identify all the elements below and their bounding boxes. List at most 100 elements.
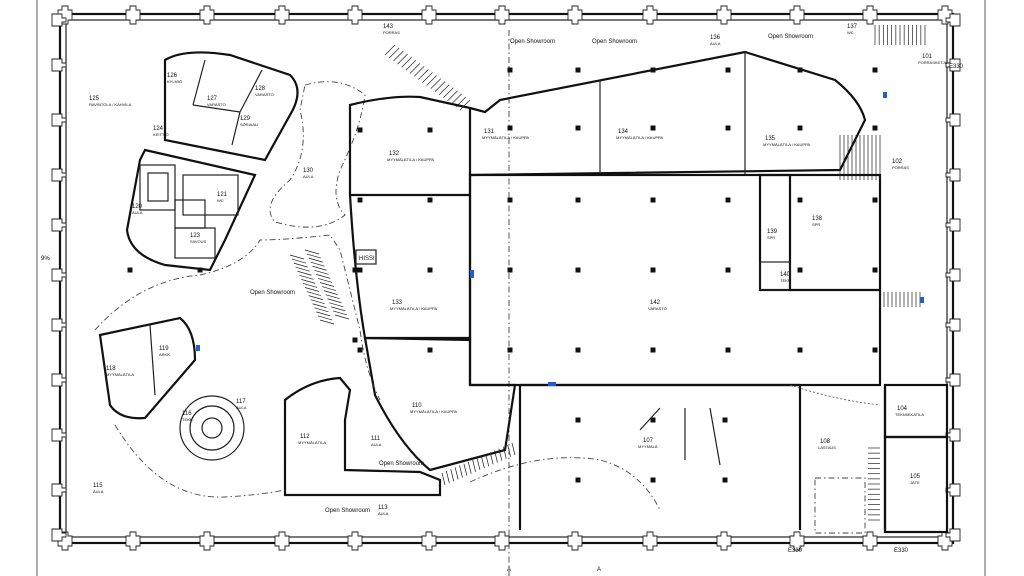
structural-column bbox=[575, 67, 581, 73]
shop-118-wall bbox=[98, 316, 197, 420]
room-number: 128 bbox=[255, 86, 266, 92]
room-name: PORRASKETJU bbox=[918, 60, 948, 65]
room-number: 134 bbox=[618, 129, 629, 135]
room-name: KYLMIÖ bbox=[167, 79, 182, 84]
dotted-line bbox=[789, 384, 881, 406]
stair-step bbox=[293, 262, 308, 268]
stair-step bbox=[489, 452, 494, 465]
stair-step bbox=[393, 50, 404, 62]
stair-step bbox=[472, 459, 476, 472]
pier bbox=[51, 428, 67, 442]
room-name: KEITTIÖ bbox=[153, 132, 169, 137]
structural-column bbox=[872, 197, 878, 203]
stair-step bbox=[494, 450, 498, 463]
room-number: 101 bbox=[922, 54, 933, 60]
pier bbox=[945, 428, 961, 442]
stair-step bbox=[289, 254, 305, 260]
pier bbox=[51, 318, 67, 332]
pier bbox=[642, 531, 658, 551]
elevator-box bbox=[355, 249, 377, 265]
structural-column bbox=[357, 197, 363, 203]
zone-130-outline bbox=[269, 81, 366, 228]
stair-step bbox=[312, 265, 327, 271]
blue-marker bbox=[196, 345, 200, 351]
room-number: 140 bbox=[780, 272, 791, 278]
room-name: VARASTO bbox=[648, 306, 667, 311]
structural-column bbox=[507, 347, 513, 353]
room-name: SPR bbox=[767, 235, 775, 240]
structural-column bbox=[797, 347, 803, 353]
structural-column bbox=[872, 125, 878, 131]
pier bbox=[51, 168, 67, 182]
pier bbox=[51, 483, 67, 497]
showroom-boundary bbox=[469, 457, 661, 511]
area-label: Open Showroom bbox=[325, 508, 370, 514]
outer-wall-inner bbox=[65, 19, 948, 538]
structural-column bbox=[352, 337, 358, 343]
hall-142-wall bbox=[468, 173, 882, 387]
stair-step bbox=[321, 286, 336, 291]
room-number: 127 bbox=[207, 96, 218, 102]
structural-column bbox=[872, 267, 878, 273]
structural-column bbox=[427, 127, 433, 133]
stair-step bbox=[312, 303, 327, 309]
shop-110-wall bbox=[363, 336, 517, 472]
stair-step bbox=[454, 467, 459, 480]
room-140-wall bbox=[759, 261, 791, 291]
pier bbox=[716, 531, 732, 551]
structural-column bbox=[507, 267, 513, 273]
room-name: SIIVOUS bbox=[190, 239, 207, 244]
structural-column bbox=[650, 347, 656, 353]
structural-column bbox=[725, 67, 731, 73]
structural-column bbox=[575, 417, 581, 423]
room-fixture bbox=[147, 172, 169, 202]
room-104-wall bbox=[883, 383, 949, 439]
structural-column bbox=[797, 267, 803, 273]
room-number: 105 bbox=[910, 474, 921, 480]
structural-column bbox=[650, 67, 656, 73]
stair-step bbox=[422, 72, 433, 83]
room-name: WC bbox=[847, 30, 854, 35]
stair-step bbox=[314, 307, 329, 313]
pier bbox=[199, 5, 215, 25]
pier bbox=[125, 5, 141, 25]
pier bbox=[789, 531, 805, 551]
structural-column bbox=[575, 347, 581, 353]
stair-step bbox=[388, 47, 400, 59]
stair-step bbox=[323, 290, 338, 295]
pier bbox=[347, 5, 363, 25]
room-number: 121 bbox=[217, 192, 228, 198]
structural-column bbox=[650, 267, 656, 273]
area-label: Open Showroom bbox=[510, 39, 555, 45]
room-name: VARASTO bbox=[255, 92, 274, 97]
structural-column bbox=[357, 267, 363, 273]
pier bbox=[494, 5, 510, 25]
stair-step bbox=[308, 295, 323, 300]
structural-column bbox=[427, 267, 433, 273]
room-name: PORRAS bbox=[383, 30, 400, 35]
structural-column bbox=[575, 125, 581, 131]
structural-column bbox=[722, 417, 728, 423]
room-name: MYYMÄLÄTILA bbox=[298, 440, 326, 445]
section-mark: A bbox=[597, 567, 601, 573]
room-name: VARASTO bbox=[207, 102, 226, 107]
stair-step bbox=[333, 310, 348, 316]
pier bbox=[51, 268, 67, 282]
structural-column bbox=[725, 125, 731, 131]
partition bbox=[192, 104, 241, 113]
pier bbox=[51, 373, 67, 387]
stairs bbox=[289, 25, 926, 521]
stair-step bbox=[319, 319, 335, 325]
stair-step bbox=[481, 456, 485, 469]
pier bbox=[51, 528, 67, 542]
room-name: AULA bbox=[371, 442, 382, 447]
stair-step bbox=[447, 90, 458, 102]
room-number: 111 bbox=[371, 436, 381, 442]
pier bbox=[51, 218, 67, 232]
stair-step bbox=[438, 84, 450, 95]
structural-column bbox=[650, 125, 656, 131]
restaurant-block-wall bbox=[163, 51, 299, 162]
stair-step bbox=[405, 60, 417, 71]
stair-step bbox=[299, 274, 314, 280]
pier bbox=[716, 5, 732, 25]
